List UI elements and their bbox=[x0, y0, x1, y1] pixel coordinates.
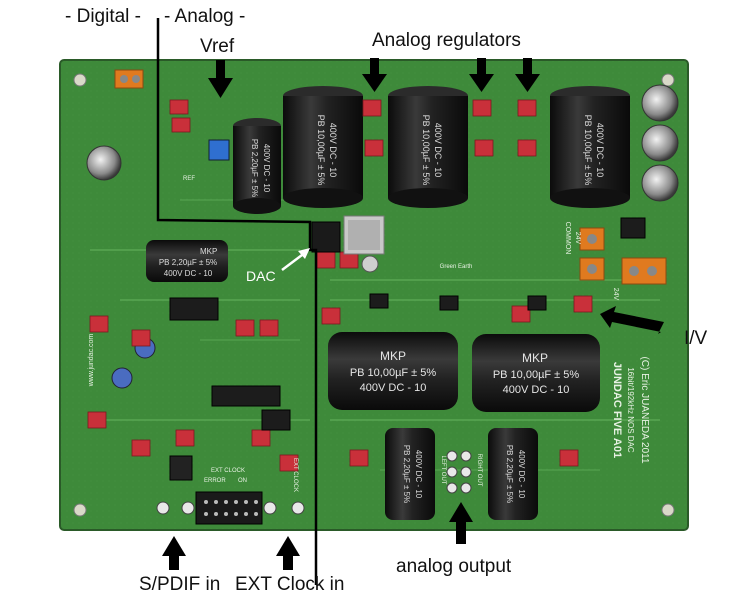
label-digital: - Digital - bbox=[65, 6, 142, 27]
label-vref: Vref bbox=[200, 36, 235, 57]
board-copyright: (C) Eric JUANEDA 2011 bbox=[639, 356, 650, 464]
dac-arrow-icon bbox=[281, 248, 310, 271]
ext-clock-pads bbox=[263, 501, 305, 515]
vref-trimmer bbox=[208, 139, 230, 161]
cap-bot-left-value: PB 2,20µF ± 5% bbox=[402, 445, 411, 503]
cap-out-right-brand: MKP bbox=[522, 351, 548, 365]
cap-left-brand: MKP bbox=[200, 247, 217, 256]
spdif-arrow-icon bbox=[162, 536, 186, 570]
board-ext-clock: EXT CLOCK bbox=[211, 468, 245, 474]
label-analog-regulators: Analog regulators bbox=[372, 30, 521, 51]
board-24v-left: 24V bbox=[574, 232, 581, 245]
capacitor-bottom-left: PB 2,20µF ± 5% 400V DC - 10 bbox=[385, 428, 435, 520]
regulator-arrow-3-icon bbox=[515, 58, 540, 92]
cap-top-3-rating: 400V DC - 10 bbox=[595, 123, 605, 178]
vref-arrow-icon bbox=[208, 60, 233, 98]
cap-vref-label: PB 2,20µF ± 5% bbox=[250, 139, 259, 197]
cap-bot-right-rating: 400V DC - 10 bbox=[517, 450, 526, 499]
board-on: ON bbox=[238, 478, 247, 484]
cap-top-1-label: PB 10,00µF ± 5% bbox=[316, 115, 326, 186]
analog-output-pads bbox=[446, 450, 472, 494]
dac-chip bbox=[311, 221, 341, 253]
label-spdif-in: S/PDIF in bbox=[139, 574, 221, 595]
electrolytic-cap-right-3 bbox=[641, 164, 679, 202]
label-iv: I/V bbox=[684, 328, 708, 349]
board-24v-right: 24V bbox=[612, 288, 619, 301]
power-terminal-right-1 bbox=[579, 227, 605, 251]
cap-vref-rating: 400V DC - 10 bbox=[262, 144, 271, 193]
board-ext-clock-side: EXT CLOCK bbox=[292, 458, 298, 492]
board-error: ERROR bbox=[204, 478, 226, 484]
cap-top-2-rating: 400V DC - 10 bbox=[433, 123, 443, 178]
label-dac: DAC bbox=[246, 268, 276, 284]
electrolytic-cap-small-3 bbox=[361, 255, 379, 273]
board-green-earth: Green Earth bbox=[440, 264, 473, 270]
shielded-module bbox=[343, 215, 385, 255]
capacitor-bottom-right: PB 2,20µF ± 5% 400V DC - 10 bbox=[488, 428, 538, 520]
regulator-arrow-1-icon bbox=[362, 58, 387, 92]
cap-out-left-brand: MKP bbox=[380, 349, 406, 363]
digital-analog-divider bbox=[156, 18, 318, 585]
capacitor-output-right: MKP PB 10,00µF ± 5% 400V DC - 10 bbox=[472, 334, 600, 412]
electrolytic-cap-small-2 bbox=[111, 367, 133, 389]
cap-out-left-value: PB 10,00µF ± 5% bbox=[350, 367, 437, 379]
arrows bbox=[162, 58, 664, 570]
cap-bot-right-value: PB 2,20µF ± 5% bbox=[505, 445, 514, 503]
ext-clock-connector bbox=[195, 491, 263, 525]
capacitor-top-1 bbox=[283, 86, 363, 208]
cap-out-right-value: PB 10,00µF ± 5% bbox=[493, 369, 580, 381]
power-terminal-top-left bbox=[114, 69, 144, 89]
cap-out-left-rating: 400V DC - 10 bbox=[360, 382, 427, 394]
regulator-arrow-2-icon bbox=[469, 58, 494, 92]
cap-top-3-label: PB 10,00µF ± 5% bbox=[583, 115, 593, 186]
ic-chips bbox=[169, 217, 646, 431]
electrolytic-cap-right-2 bbox=[641, 124, 679, 162]
capacitor-top-3 bbox=[550, 86, 630, 208]
label-ext-clock-in: EXT Clock in bbox=[235, 574, 345, 595]
cap-top-2-label: PB 10,00µF ± 5% bbox=[421, 115, 431, 186]
power-terminal-right-3 bbox=[621, 257, 667, 285]
capacitor-top-2 bbox=[388, 86, 468, 208]
board-subtitle: 16bit/192kHz NOS DAC bbox=[626, 367, 635, 453]
iv-arrow-icon bbox=[600, 306, 664, 334]
label-analog-output: analog output bbox=[396, 556, 512, 577]
board-right-out: RIGHT OUT bbox=[476, 454, 482, 487]
ext-clock-arrow-icon bbox=[276, 536, 300, 570]
analog-output-arrow-icon bbox=[449, 502, 473, 544]
board-left-out: LEFT OUT bbox=[440, 456, 446, 485]
electrolytic-cap-right-1 bbox=[641, 84, 679, 122]
board-common: COMMON bbox=[564, 222, 571, 255]
spdif-pads bbox=[156, 501, 195, 515]
cap-top-1-rating: 400V DC - 10 bbox=[328, 123, 338, 178]
cap-out-right-rating: 400V DC - 10 bbox=[503, 384, 570, 396]
ferrite-core bbox=[169, 455, 193, 481]
board-title: JUNDAC FIVE A01 bbox=[611, 362, 623, 458]
cap-left-value: PB 2,20µF ± 5% bbox=[159, 258, 217, 267]
electrolytic-cap-left bbox=[86, 145, 122, 181]
cap-left-rating: 400V DC - 10 bbox=[164, 269, 213, 278]
cap-bot-left-rating: 400V DC - 10 bbox=[414, 450, 423, 499]
power-terminal-right-2 bbox=[579, 257, 605, 281]
capacitor-output-left: MKP PB 10,00µF ± 5% 400V DC - 10 bbox=[328, 332, 458, 410]
board-website: www.jundac.com bbox=[88, 334, 95, 388]
board-ref: REF bbox=[183, 176, 195, 182]
capacitor-left-small: MKP PB 2,20µF ± 5% 400V DC - 10 bbox=[146, 240, 228, 282]
label-analog: - Analog - bbox=[164, 6, 246, 27]
capacitor-vref bbox=[233, 118, 281, 214]
red-components bbox=[87, 99, 593, 472]
